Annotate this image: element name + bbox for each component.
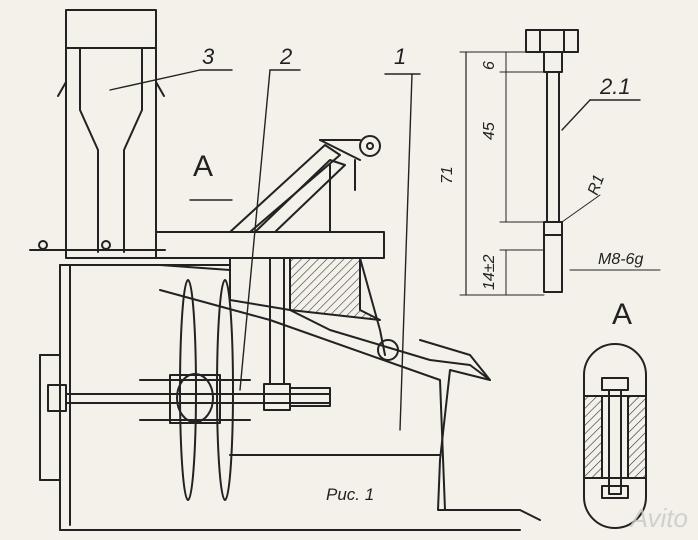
section-label: A bbox=[193, 150, 214, 183]
dim-45: 45 bbox=[481, 122, 498, 140]
shaft-assembly bbox=[47, 257, 331, 501]
watermark-text: Avito bbox=[630, 503, 688, 533]
section-view-a bbox=[583, 343, 647, 529]
dim-14: 14±2 bbox=[481, 254, 498, 290]
part-label-2: 2 bbox=[280, 44, 293, 69]
figure-caption: Рис. 1 bbox=[326, 485, 375, 504]
bolt-detail bbox=[459, 29, 661, 296]
dim-6: 6 bbox=[481, 61, 498, 70]
dim-71: 71 bbox=[439, 166, 456, 184]
frame-bar bbox=[155, 135, 385, 259]
section-view-label: A bbox=[612, 298, 633, 331]
part-label-2-1: 2.1 bbox=[600, 74, 631, 99]
dim-thread: M8-6g bbox=[598, 251, 644, 268]
part-label-1: 1 bbox=[394, 44, 407, 69]
hopper-box bbox=[29, 9, 166, 259]
part-label-3: 3 bbox=[202, 44, 215, 69]
leader-lines bbox=[109, 69, 641, 431]
